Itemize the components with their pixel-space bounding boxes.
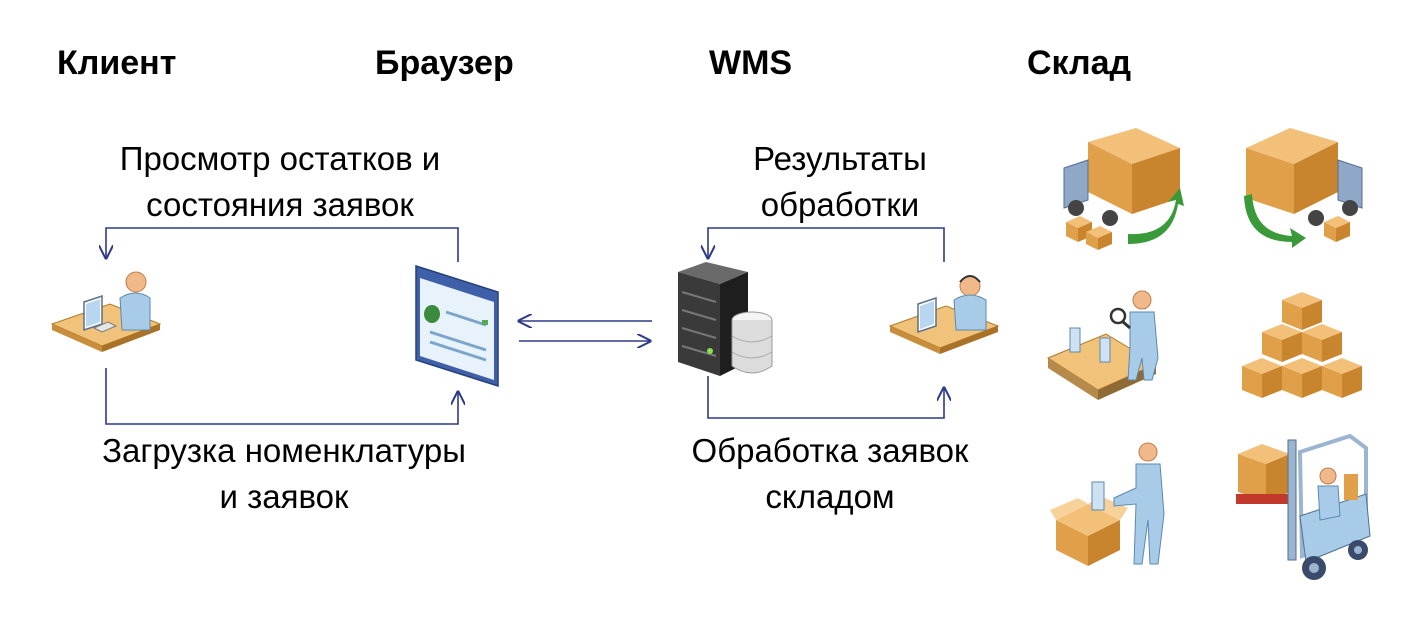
browser-window-icon [415,264,499,388]
header-warehouse: Склад [1027,44,1132,82]
label-results: Результаты обработки [690,136,990,228]
label-processing-line2: складом [765,478,895,515]
label-upload-line1: Загрузка номенклатуры [102,432,466,469]
label-view-line2: состояния заявок [146,186,414,223]
label-processing: Обработка заявок складом [660,428,1000,520]
forklift-icon [1236,433,1371,580]
label-view-balances: Просмотр остатков и состояния заявок [80,136,480,228]
box-group [1242,292,1362,398]
arrow-operator-to-wms [708,227,945,262]
packing-icon [1050,442,1165,566]
header-browser: Браузер [375,44,514,82]
label-results-line2: обработки [760,186,920,223]
label-upload-line2: и заявок [219,478,349,515]
truck-unloading-icon [1063,128,1184,250]
operator-workstation-icon [888,275,1000,354]
label-view-line1: Просмотр остатков и [119,140,441,177]
label-upload: Загрузка номенклатуры и заявок [60,428,508,520]
arrow-wms-to-operator [707,376,944,419]
client-workstation-icon [50,271,162,352]
label-processing-line1: Обработка заявок [691,432,969,469]
label-results-line1: Результаты [753,140,927,177]
arrow-client-to-browser [105,368,458,425]
quality-inspection-icon [1046,290,1159,400]
header-client: Клиент [57,44,177,82]
truck-loading-icon [1244,128,1363,248]
server-database-icon [678,262,773,376]
boxes-stack-icon [1242,292,1362,398]
arrow-browser-to-client [106,227,459,262]
header-wms: WMS [709,44,793,82]
